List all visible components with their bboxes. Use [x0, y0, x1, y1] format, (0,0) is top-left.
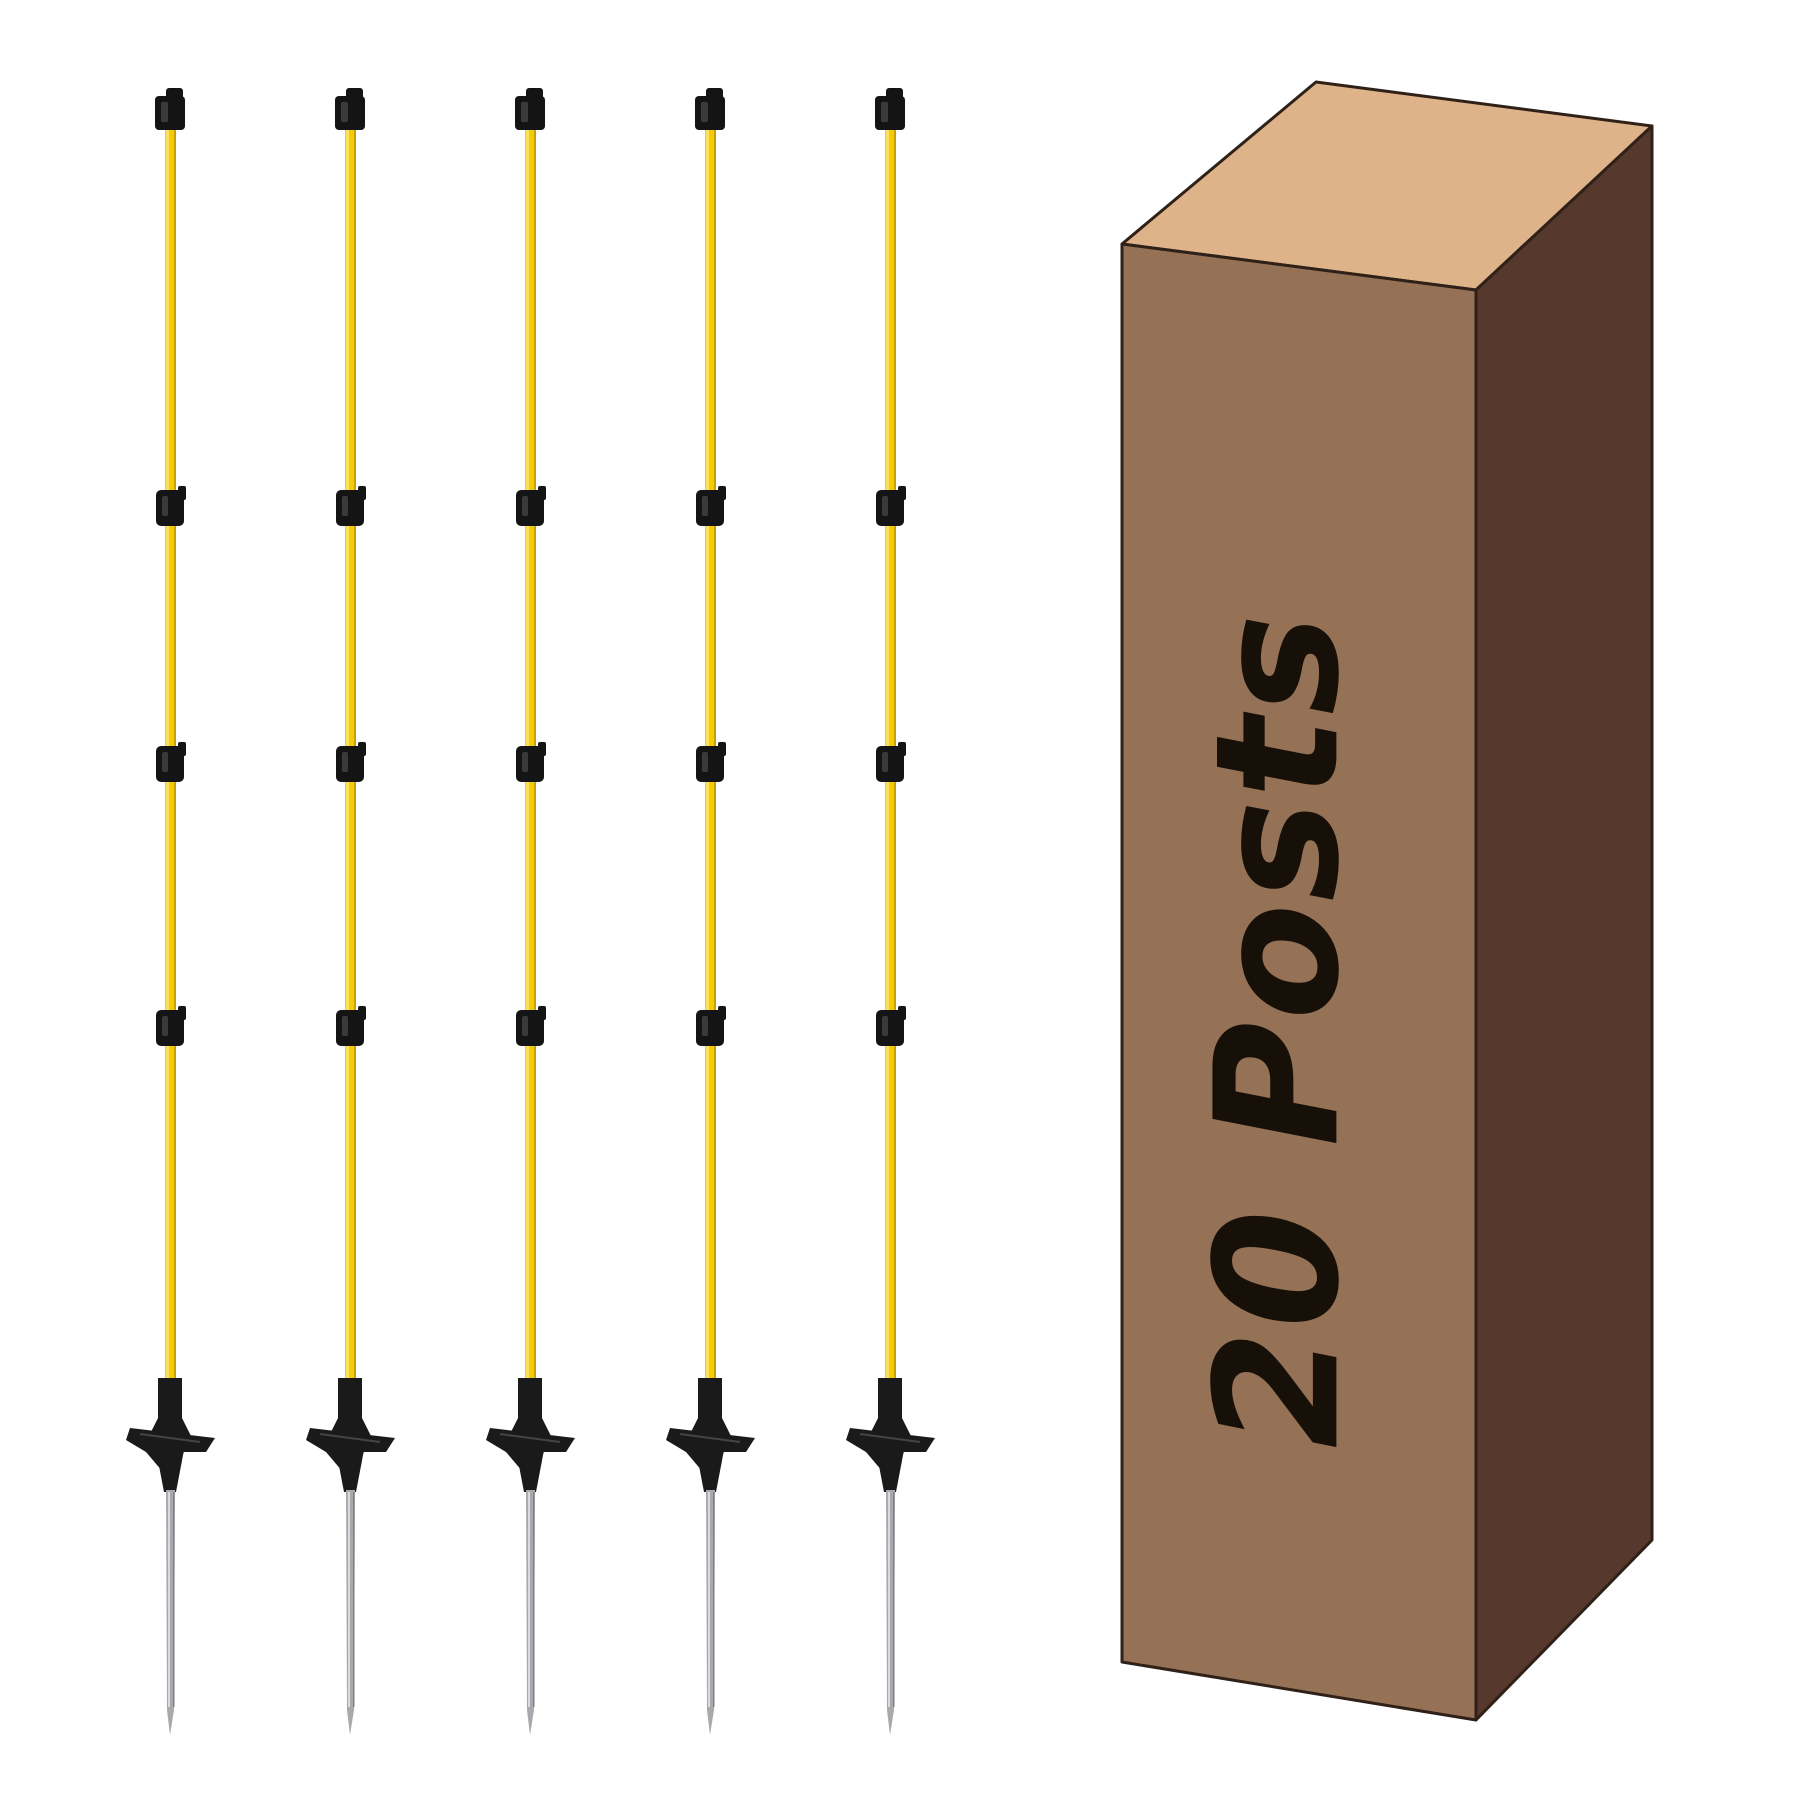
box-side-face	[1474, 124, 1654, 1722]
fence-post-2	[305, 87, 396, 1736]
fence-post-1	[125, 87, 216, 1736]
fence-post-4	[665, 87, 756, 1736]
shipping-box: 20 Posts	[1120, 80, 1654, 1722]
fence-post-5	[845, 87, 936, 1736]
fence-post-3	[485, 87, 576, 1736]
box-label: 20 Posts	[1179, 612, 1377, 1449]
